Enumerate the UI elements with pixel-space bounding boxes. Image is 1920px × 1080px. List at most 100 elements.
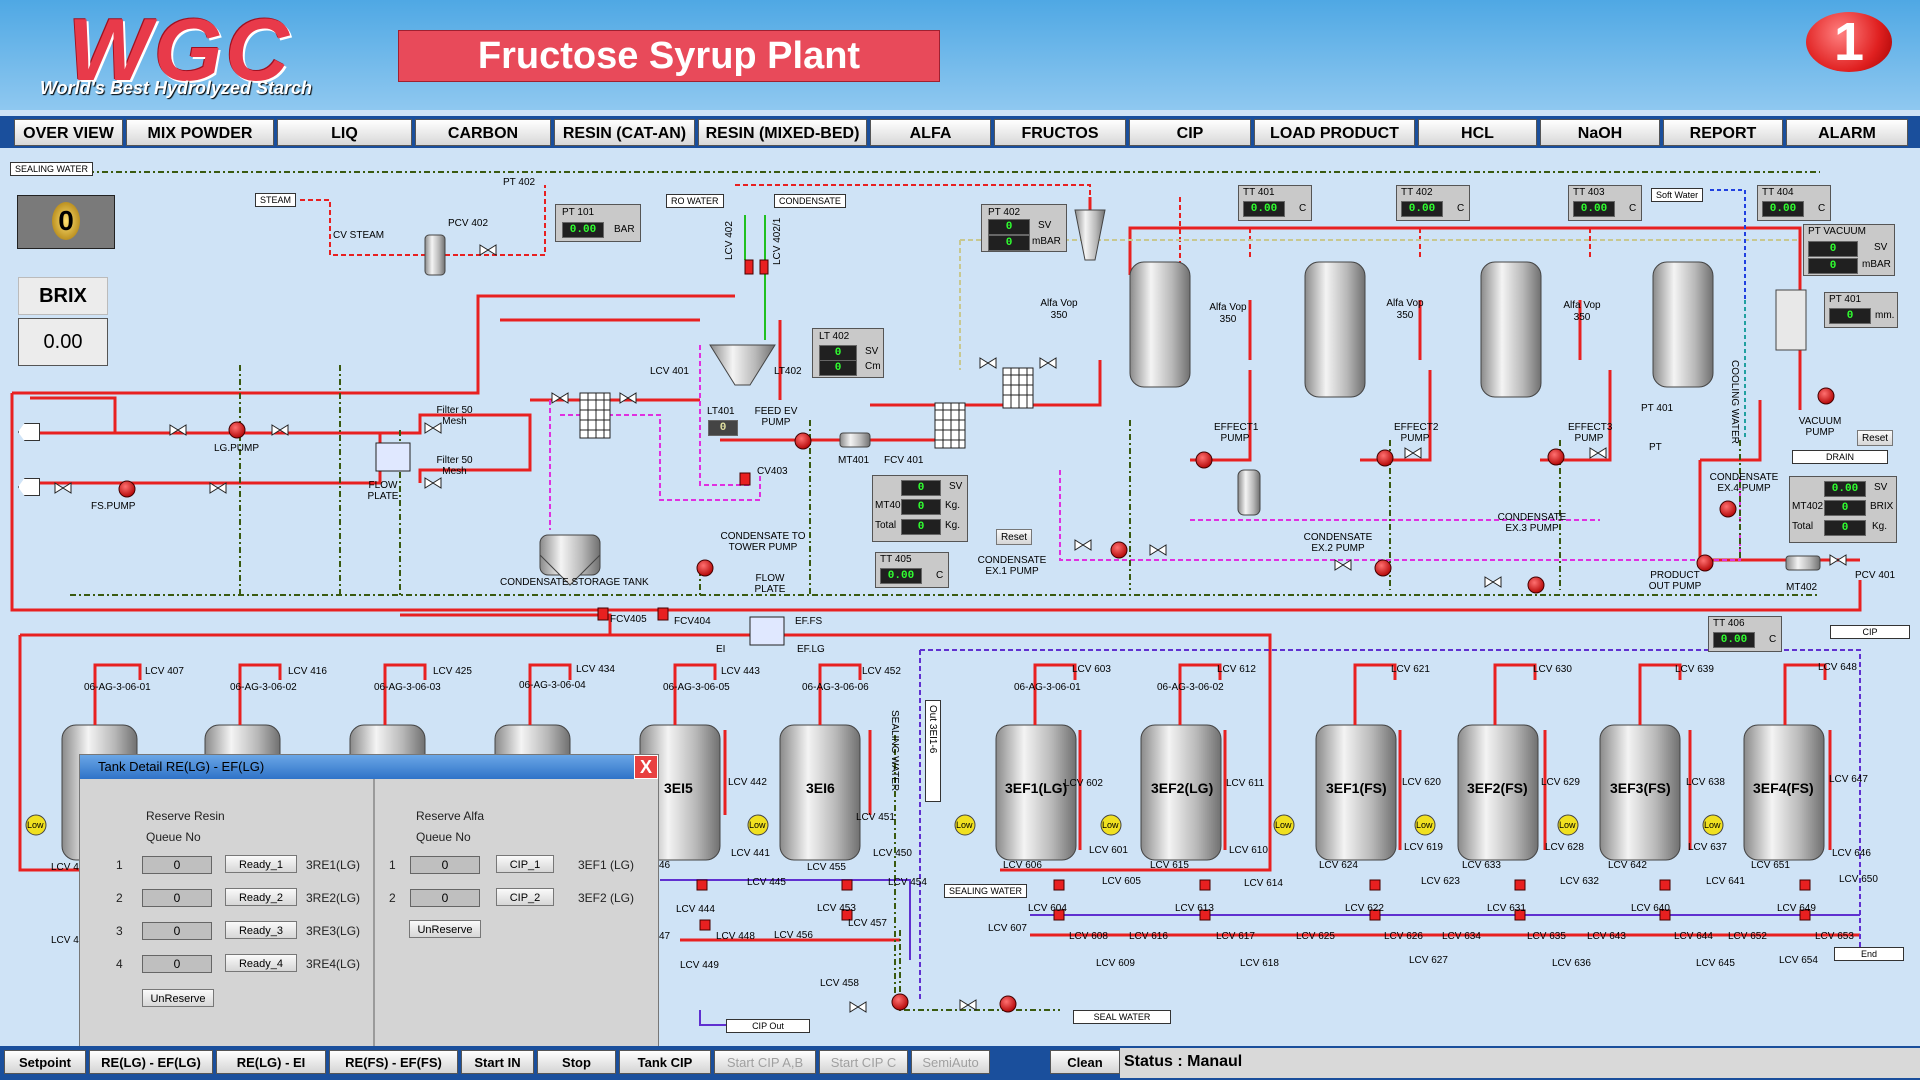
- cip-2-button[interactable]: CIP_2: [496, 888, 554, 906]
- effect2-pump-label: EFFECT2 PUMP: [1394, 422, 1436, 444]
- tank-3-lcv: LCV 425: [433, 666, 472, 677]
- nav-resin-cat-an-button[interactable]: RESIN (CAT-AN): [554, 119, 695, 146]
- lcv-label: LCV 601: [1089, 845, 1128, 856]
- clean-button[interactable]: Clean: [1050, 1050, 1120, 1074]
- lt401-label: LT401: [707, 406, 735, 417]
- lt402-panel: LT 402 0 SV 0 Cm: [812, 328, 884, 378]
- lcv-label: LCV 627: [1409, 955, 1448, 966]
- pt402-mbar-label: mBAR: [1032, 236, 1061, 247]
- tt404-display: 0.00: [1762, 201, 1804, 217]
- alarm-indicator[interactable]: 0: [17, 195, 115, 249]
- alfa-vop-2-label: Alfa Vop 350: [1207, 302, 1249, 326]
- resin-queue-value[interactable]: 0: [142, 955, 212, 973]
- alfa-row-number: 1: [389, 858, 396, 872]
- pt402-box-label: PT 402: [988, 207, 1020, 218]
- lcv-label: LCV 458: [820, 978, 859, 989]
- lcv-label: 46: [659, 860, 670, 871]
- ready-2-button[interactable]: Ready_2: [225, 888, 297, 906]
- mt401-sv-display: 0: [901, 480, 941, 496]
- pt101-unit: BAR: [614, 224, 635, 235]
- nav-overview-button[interactable]: OVER VIEW: [14, 119, 123, 146]
- lcv-label: LCV 611: [1226, 778, 1264, 789]
- tank-10-lcv: LCV 630: [1533, 664, 1572, 675]
- nav-resin-mixed-bed-button[interactable]: RESIN (MIXED-BED): [698, 119, 867, 146]
- company-tagline: World's Best Hydrolyzed Starch: [40, 78, 312, 99]
- pt401-unit: mm.: [1875, 310, 1894, 321]
- re-fs-ef-fs-button[interactable]: RE(FS) - EF(FS): [329, 1050, 458, 1074]
- tank-8-lcv: LCV 612: [1217, 664, 1256, 675]
- resin-tank-name: 3RE3(LG): [306, 924, 360, 938]
- nav-naoh-button[interactable]: NaOH: [1540, 119, 1660, 146]
- mt401-label: MT401: [838, 455, 869, 466]
- filter-2-label: Filter 50 Mesh: [432, 455, 477, 477]
- cip-out-label: CIP Out: [726, 1019, 810, 1033]
- mt401-reset-button[interactable]: Reset: [996, 529, 1032, 545]
- lcv-label: LCV 456: [774, 930, 813, 941]
- dialog-title[interactable]: Tank Detail RE(LG) - EF(LG): [80, 755, 658, 779]
- nav-liq-button[interactable]: LIQ: [277, 119, 412, 146]
- resin-queue-value[interactable]: 0: [142, 889, 212, 907]
- start-cip-ab-button[interactable]: Start CIP A,B: [714, 1050, 816, 1074]
- alarm-count: 0: [52, 202, 80, 240]
- steam-label: STEAM: [255, 193, 296, 207]
- start-cip-c-button[interactable]: Start CIP C: [819, 1050, 908, 1074]
- ready-4-button[interactable]: Ready_4: [225, 954, 297, 972]
- pt402-label: PT 402: [503, 177, 535, 188]
- nav-load-product-button[interactable]: LOAD PRODUCT: [1254, 119, 1415, 146]
- ready-3-button[interactable]: Ready_3: [225, 921, 297, 939]
- setpoint-button[interactable]: Setpoint: [4, 1050, 86, 1074]
- start-in-button[interactable]: Start IN: [461, 1050, 534, 1074]
- semiauto-button[interactable]: SemiAuto: [911, 1050, 990, 1074]
- tank-1-lcv: LCV 407: [145, 666, 184, 677]
- mt402-box-label: MT402: [1792, 501, 1823, 512]
- nav-hcl-button[interactable]: HCL: [1418, 119, 1537, 146]
- alfa-queue-value[interactable]: 0: [410, 889, 480, 907]
- lcv-label: LCV 4: [51, 862, 79, 873]
- header-bar: WGC World's Best Hydrolyzed Starch Fruct…: [0, 0, 1920, 110]
- cip-1-button[interactable]: CIP_1: [496, 855, 554, 873]
- nav-alfa-button[interactable]: ALFA: [870, 119, 991, 146]
- alfa-unreserve-button[interactable]: UnReserve: [409, 920, 481, 938]
- pcv401-label: PCV 401: [1855, 570, 1895, 581]
- tank-11-name: 3EF3(FS): [1610, 780, 1671, 796]
- resin-queue-value[interactable]: 0: [142, 856, 212, 874]
- lcv-label: LCV 646: [1832, 848, 1871, 859]
- lcv-label: LCV 647: [1829, 774, 1868, 785]
- low-3: Low: [956, 820, 973, 830]
- evaporator-1: [1130, 262, 1190, 387]
- resin-queue-value[interactable]: 0: [142, 922, 212, 940]
- vacuum-reset-button[interactable]: Reset: [1857, 430, 1893, 446]
- lcv-label: LCV 620: [1402, 777, 1441, 788]
- flow-plate-2-label: FLOW PLATE: [752, 573, 788, 595]
- mt401-kg-display: 0: [901, 499, 941, 515]
- nav-cip-button[interactable]: CIP: [1129, 119, 1251, 146]
- re-lg-ef-lg-button[interactable]: RE(LG) - EF(LG): [89, 1050, 213, 1074]
- resin-tank-name: 3RE1(LG): [306, 858, 360, 872]
- alfa-vop-3-label: Alfa Vop 350: [1384, 298, 1426, 322]
- nav-mix-powder-button[interactable]: MIX POWDER: [126, 119, 274, 146]
- lcv-label: LCV 624: [1319, 860, 1358, 871]
- nav-fructos-button[interactable]: FRUCTOS: [994, 119, 1126, 146]
- re-lg-ei-button[interactable]: RE(LG) - EI: [216, 1050, 326, 1074]
- nav-carbon-button[interactable]: CARBON: [415, 119, 551, 146]
- pt401-display: 0: [1829, 308, 1871, 324]
- mt402-label: MT402: [1786, 582, 1817, 593]
- sealing-water-bottom-label: SEALING WATER: [944, 884, 1027, 898]
- tt405-display: 0.00: [880, 568, 922, 584]
- resin-tank-name: 3RE4(LG): [306, 957, 360, 971]
- condensate-storage-label: CONDENSATE STORAGE TANK: [500, 577, 649, 588]
- pt402-sv-display: 0: [988, 219, 1030, 235]
- lcv-label: LCV 453: [817, 903, 856, 914]
- alfa-queue-value[interactable]: 0: [410, 856, 480, 874]
- nav-alarm-button[interactable]: ALARM: [1786, 119, 1908, 146]
- fcv404-label: FCV404: [674, 616, 711, 627]
- dialog-close-button[interactable]: X: [634, 755, 658, 779]
- nav-report-button[interactable]: REPORT: [1663, 119, 1783, 146]
- tank-cip-button[interactable]: Tank CIP: [619, 1050, 711, 1074]
- lcv402-1-label: LCV 402/1: [772, 218, 783, 265]
- resin-tank-name: 3RE2(LG): [306, 891, 360, 905]
- ready-1-button[interactable]: Ready_1: [225, 855, 297, 873]
- tt405-panel: TT 405 0.00 C: [875, 552, 949, 588]
- resin-unreserve-button[interactable]: UnReserve: [142, 989, 214, 1007]
- stop-button[interactable]: Stop: [537, 1050, 616, 1074]
